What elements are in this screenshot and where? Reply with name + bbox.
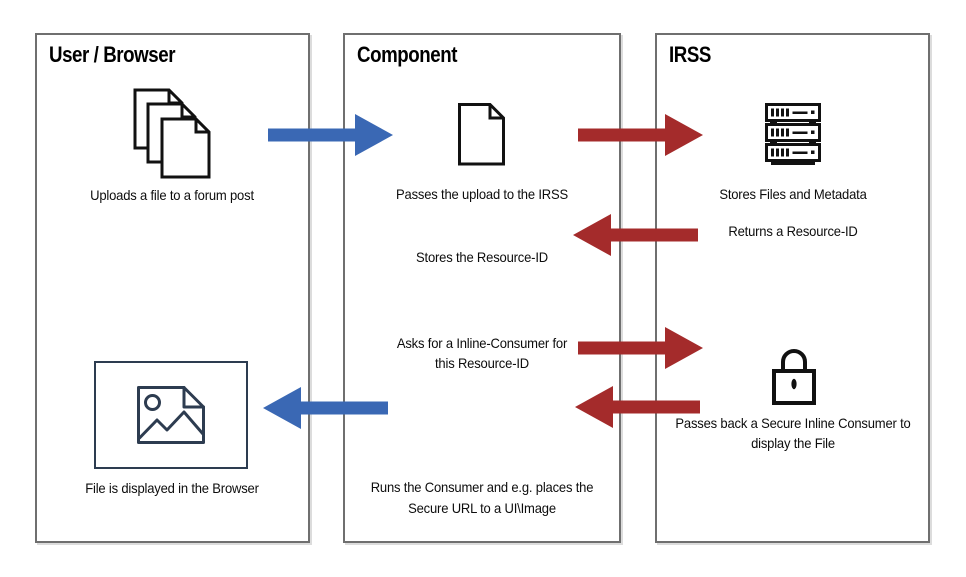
caption-asks-inline-consumer: Asks for a Inline-Consumer for this Reso… bbox=[396, 335, 568, 371]
arrow-upload-to-irss bbox=[578, 114, 703, 156]
arrow-ask-consumer-to-irss bbox=[578, 327, 703, 369]
arrow-display-to-browser bbox=[263, 387, 388, 429]
caption-passes-upload: Passes the upload to the IRSS bbox=[396, 186, 568, 202]
lock-icon bbox=[772, 349, 816, 405]
caption-file-displayed: File is displayed in the Browser bbox=[85, 480, 259, 496]
server-icon bbox=[765, 103, 821, 165]
lane-title-irss: IRSS bbox=[669, 42, 711, 67]
document-icon bbox=[458, 103, 505, 166]
lane-title-component: Component bbox=[357, 42, 458, 67]
documents-stack-icon bbox=[133, 88, 211, 179]
lane-title-user-browser: User / Browser bbox=[49, 42, 176, 67]
caption-stores-files-metadata: Stores Files and Metadata bbox=[719, 186, 867, 202]
caption-runs-consumer: Runs the Consumer and e.g. places the Se… bbox=[370, 479, 594, 516]
caption-stores-resource-id: Stores the Resource-ID bbox=[416, 249, 548, 265]
caption-uploads-file: Uploads a file to a forum post bbox=[90, 187, 254, 203]
image-placeholder-icon bbox=[137, 386, 205, 444]
arrow-resource-id-to-component bbox=[573, 214, 698, 256]
caption-returns-resource-id: Returns a Resource-ID bbox=[728, 223, 858, 239]
arrow-upload-to-component bbox=[268, 114, 393, 156]
caption-passes-back-consumer: Passes back a Secure Inline Consumer to … bbox=[675, 415, 911, 451]
browser-display-frame bbox=[94, 361, 248, 469]
arrow-consumer-to-component bbox=[575, 386, 700, 428]
